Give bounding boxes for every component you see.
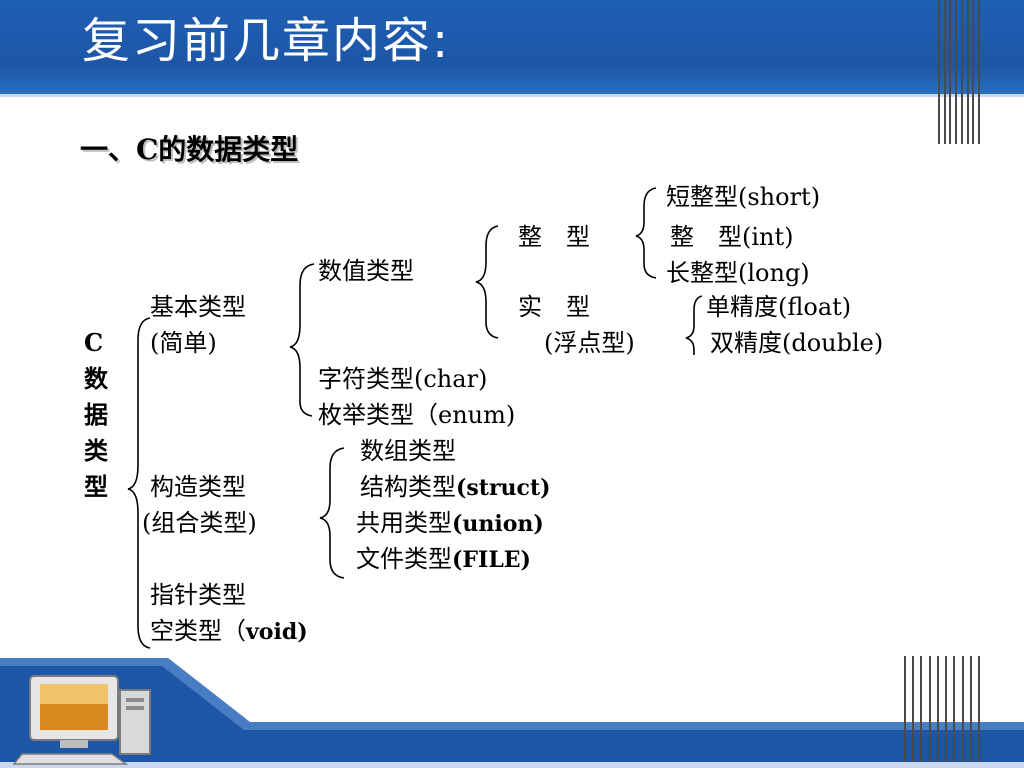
numeric-type-label: 数值类型 [318, 257, 414, 285]
float-type-label: 单精度(float) [706, 293, 852, 321]
array-type-label: 数组类型 [360, 437, 456, 465]
basic-type-note: (简单) [150, 329, 217, 357]
file-type-name: 文件类型 [356, 545, 452, 573]
decorative-stripes-top [938, 0, 980, 144]
struct-type-keyword: (struct) [456, 475, 551, 501]
basic-type-label: 基本类型 [150, 293, 246, 321]
decorative-stripes-bottom [904, 656, 980, 762]
root-char-2: 数 [84, 364, 108, 393]
slide-title: 复习前几章内容: [82, 13, 451, 69]
constructed-type-label: 构造类型 [150, 473, 246, 501]
root-brace [127, 317, 151, 649]
root-char-1: C [84, 328, 104, 357]
basic-brace [289, 263, 315, 417]
root-char-5: 型 [84, 472, 108, 501]
real-type-note: (浮点型) [544, 329, 635, 357]
slide-subtitle: 一、C的数据类型 [80, 133, 299, 166]
numeric-brace [475, 225, 499, 339]
constructed-type-note: (组合类型) [142, 509, 257, 537]
char-type-label: 字符类型(char) [318, 365, 488, 393]
integer-type-label: 整 型 [518, 223, 590, 251]
real-brace [685, 295, 703, 355]
root-char-4: 类 [84, 436, 108, 465]
int-type-label: 整 型(int) [670, 223, 794, 251]
constructed-brace [319, 447, 345, 579]
long-type-label: 长整型(long) [666, 259, 810, 287]
void-type-label: 空类型（void) [150, 616, 308, 647]
file-type-keyword: (FILE) [452, 547, 531, 573]
pointer-type-label: 指针类型 [150, 581, 246, 609]
union-type-keyword: (union) [452, 511, 544, 537]
struct-type-label: 结构类型(struct) [360, 472, 551, 503]
enum-type-label: 枚举类型（enum) [318, 401, 516, 429]
header-bar [0, 0, 1024, 94]
bracket-lines [127, 187, 703, 649]
union-type-label: 共用类型(union) [356, 508, 544, 539]
short-type-label: 短整型(short) [666, 183, 821, 211]
void-type-name: 空类型（ [150, 617, 246, 645]
header-rule [0, 94, 1024, 97]
computer-icon [12, 675, 151, 765]
integer-brace [635, 187, 657, 279]
struct-type-name: 结构类型 [360, 473, 456, 501]
void-type-keyword: void) [246, 619, 308, 645]
footer-decoration [0, 658, 1024, 768]
file-type-label: 文件类型(FILE) [356, 544, 531, 575]
union-type-name: 共用类型 [356, 509, 452, 537]
root-char-3: 据 [84, 400, 108, 429]
double-type-label: 双精度(double) [710, 329, 884, 357]
real-type-label: 实 型 [518, 293, 590, 321]
